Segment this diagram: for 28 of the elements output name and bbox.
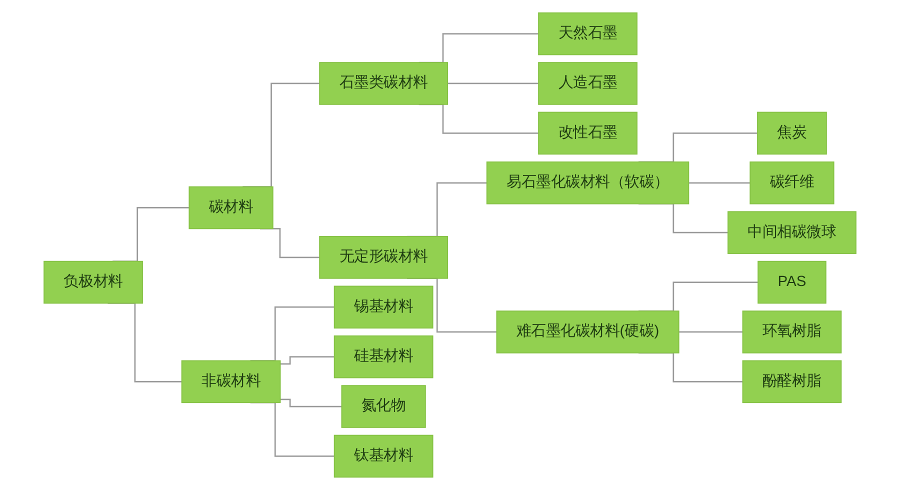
node-box: PAS: [758, 260, 826, 304]
node-box: 锡基材料: [334, 285, 434, 328]
connector: [250, 401, 334, 456]
node-box: 碳纤维: [750, 160, 834, 204]
node-box: 易石墨化碳材料（软碳）: [486, 160, 690, 204]
connector: [448, 82, 539, 84]
node-box: 环氧树脂: [742, 310, 842, 353]
node-box: 非碳材料: [181, 360, 281, 403]
node-box: 无定形碳材料: [319, 236, 448, 278]
connector: [280, 398, 342, 407]
node-box: 酚醛树脂: [742, 360, 842, 403]
connector: [108, 302, 182, 382]
node-box: 硅基材料: [334, 334, 434, 378]
connector: [280, 356, 334, 364]
node-box: 难石墨化碳材料(硬碳): [496, 310, 680, 353]
node-box: 人造石墨: [538, 62, 638, 104]
node-box: 碳材料: [188, 186, 274, 229]
node-box: 焦炭: [757, 111, 827, 154]
node-box: 天然石墨: [538, 12, 638, 55]
node-box: 石墨类碳材料: [319, 62, 448, 104]
node-box: 负极材料: [44, 260, 143, 304]
connector: [678, 330, 743, 332]
node-box: 改性石墨: [538, 111, 638, 154]
connector: [688, 182, 750, 184]
node-box: 氮化物: [341, 384, 426, 428]
connector: [260, 227, 320, 258]
node-box: 中间相碳微球: [728, 210, 856, 254]
node-box: 钛基材料: [334, 434, 434, 478]
